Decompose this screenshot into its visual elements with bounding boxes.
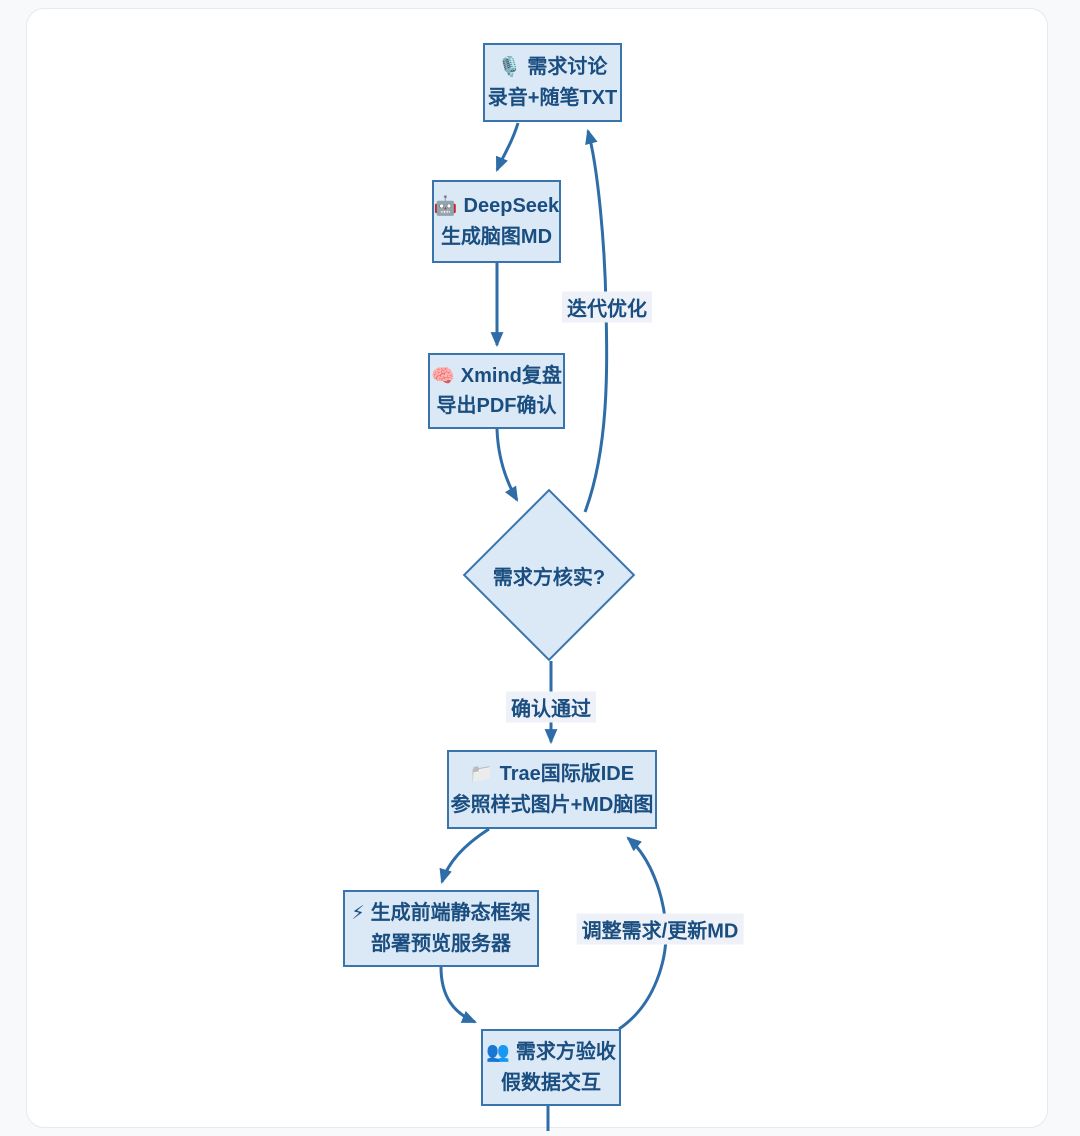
node-frontend-framework: ⚡生成前端静态框架 部署预览服务器 [343, 890, 539, 967]
edge-xmind-to-decision [495, 428, 519, 502]
node-title: DeepSeek [463, 195, 560, 218]
brain-icon: 🧠 [431, 365, 455, 387]
node-title: Trae国际版IDE [499, 763, 635, 786]
lightning-icon: ⚡ [351, 903, 365, 925]
node-trae-ide: 📁Trae国际版IDE 参照样式图片+MD脑图 [447, 750, 657, 829]
node-acceptance: 👥需求方验收 假数据交互 [481, 1029, 621, 1106]
robot-icon: 🤖 [433, 196, 458, 218]
people-icon: 👥 [486, 1042, 510, 1064]
node-subtitle: 导出PDF确认 [436, 395, 557, 418]
edge-label-iterate: 迭代优化 [562, 291, 652, 323]
edge-trae-to-frontend [439, 827, 490, 885]
microphone-icon: 🎙️ [497, 57, 522, 79]
decision-label: 需求方核实? [492, 566, 606, 589]
node-title: 生成前端静态框架 [370, 902, 531, 925]
folder-icon: 📁 [469, 764, 494, 786]
node-deepseek: 🤖DeepSeek 生成脑图MD [432, 180, 561, 263]
node-requirements-discussion: 🎙️需求讨论 录音+随笔TXT [483, 43, 622, 122]
node-title-row: 🤖DeepSeek [434, 191, 559, 222]
node-title-row: 🧠Xmind复盘 [431, 361, 562, 392]
node-subtitle: 参照样式图片+MD脑图 [450, 793, 654, 816]
node-subtitle: 部署预览服务器 [371, 932, 511, 955]
node-title-row: ⚡生成前端静态框架 [351, 898, 530, 929]
node-title-row: 🎙️需求讨论 [498, 52, 608, 83]
node-title: Xmind复盘 [460, 364, 562, 387]
node-subtitle: 生成脑图MD [440, 225, 553, 248]
edge-label-adjust-requirements: 调整需求/更新MD [576, 913, 744, 945]
edge-frontend-to-acceptance [439, 966, 477, 1024]
edge-label-confirm-pass: 确认通过 [506, 691, 596, 723]
node-title: 需求方验收 [515, 1041, 616, 1064]
node-xmind-review: 🧠Xmind复盘 导出PDF确认 [428, 353, 565, 429]
node-title-row: 📁Trae国际版IDE [470, 759, 634, 790]
node-subtitle: 假数据交互 [501, 1071, 601, 1094]
node-subtitle: 录音+随笔TXT [487, 86, 618, 109]
node-title-row: 👥需求方验收 [486, 1037, 616, 1068]
node-verify-decision: 需求方核实? [462, 488, 636, 662]
node-title: 需求讨论 [527, 56, 608, 79]
edge-discussion-to-deepseek [495, 122, 520, 172]
